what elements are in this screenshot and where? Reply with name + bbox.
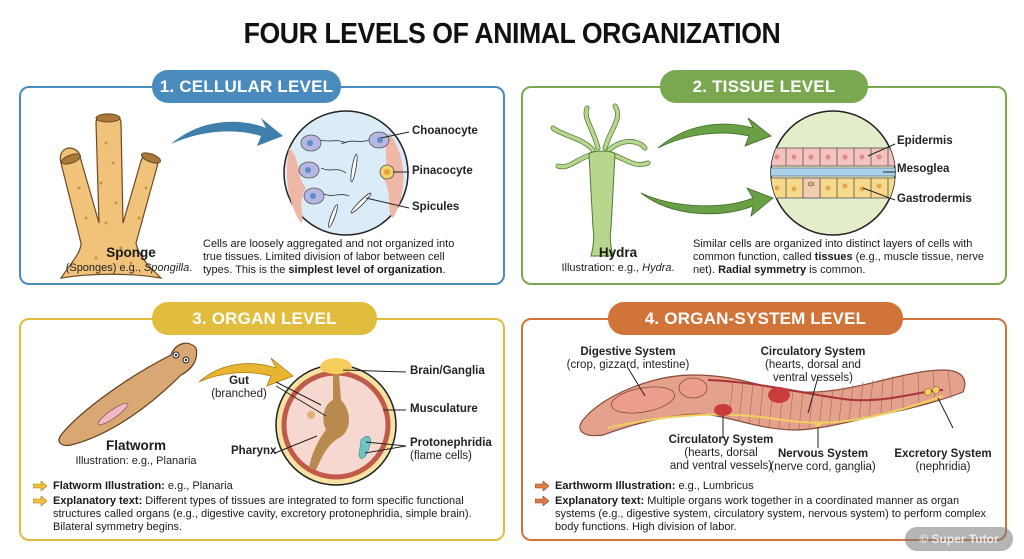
organism-name: Sponge	[106, 245, 156, 260]
organism-caption: Illustration: e.g., Planaria	[75, 455, 197, 467]
organism-caption: (Sponges) e.g., Spongilla.	[65, 262, 193, 274]
heading-tissue-level: 2. TISSUE LEVEL	[660, 70, 868, 103]
panel-cellular-level: 1. CELLULAR LEVEL	[19, 70, 505, 285]
organism-caption: Illustration: e.g., Hydra.	[561, 262, 675, 274]
description: Cells are loosely aggregated and not org…	[203, 238, 455, 276]
bullet-item: Explanatory text: Multiple organs work t…	[535, 495, 995, 534]
label-gastrodermis: Gastrodermis	[897, 193, 972, 205]
label-gut: Gut(branched)	[211, 375, 267, 400]
label-musculature: Musculature	[410, 403, 478, 415]
hydra-illustration	[550, 103, 896, 257]
panel-organ-system-level: 4. ORGAN-SYSTEM LEVEL	[521, 302, 1007, 541]
heading-cellular-level: 1. CELLULAR LEVEL	[152, 70, 341, 103]
label-pharynx: Pharynx	[231, 445, 277, 457]
label-epidermis: Epidermis	[897, 135, 953, 147]
arrow-icon	[640, 187, 774, 218]
label-mesoglea: Mesoglea	[897, 163, 950, 175]
organism-name: Flatworm	[105, 438, 166, 453]
flatworm-icon	[58, 342, 198, 447]
label-protonephridia: Protonephridia(flame cells)	[410, 437, 492, 462]
label-pinacocyte: Pinacocyte	[412, 165, 473, 177]
earthworm-icon	[579, 367, 966, 448]
tissue-diagram-icon	[770, 110, 896, 236]
cell-diagram-icon	[283, 110, 410, 236]
label-brain-ganglia: Brain/Ganglia	[410, 365, 485, 377]
page-title: FOUR LEVELS OF ANIMAL ORGANIZATION	[243, 18, 781, 50]
flatworm-illustration	[58, 342, 407, 486]
arrow-right-icon	[33, 496, 47, 506]
hydra-icon	[550, 103, 651, 257]
label-digestive-system: Digestive System(crop, gizzard, intestin…	[566, 346, 690, 371]
arrow-right-icon	[535, 481, 549, 491]
watermark: © Super Tutor	[905, 527, 1013, 551]
heading-organ-system-level: 4. ORGAN-SYSTEM LEVEL	[608, 302, 903, 335]
bullet-list: Earthworm Illustration: e.g., Lumbricus …	[535, 480, 995, 536]
arrow-icon	[657, 117, 772, 149]
sponge-illustration	[59, 110, 410, 279]
label-excretory-system: Excretory System(nephridia)	[894, 448, 992, 473]
panel-tissue-level: 2. TISSUE LEVEL	[521, 70, 1007, 285]
arrow-icon	[198, 357, 294, 387]
earthworm-illustration	[579, 367, 966, 448]
organism-name: Hydra	[598, 245, 638, 260]
label-choanocyte: Choanocyte	[412, 125, 478, 137]
panel-organ-level: 3. ORGAN LEVEL Brain	[19, 302, 505, 541]
label-spicules: Spicules	[412, 201, 460, 213]
bullet-list: Flatworm Illustration: e.g., Planaria Ex…	[33, 480, 493, 536]
description: Similar cells are organized into distinc…	[693, 238, 985, 276]
heading-organ-level: 3. ORGAN LEVEL	[152, 302, 377, 335]
bullet-item: Explanatory text: Different types of tis…	[33, 495, 493, 534]
arrow-right-icon	[535, 496, 549, 506]
sponge-icon	[59, 113, 163, 279]
bullet-item: Earthworm Illustration: e.g., Lumbricus	[535, 480, 995, 493]
label-nervous-system: Nervous System(nerve cord, ganglia)	[770, 448, 876, 473]
bullet-item: Flatworm Illustration: e.g., Planaria	[33, 480, 493, 493]
organ-cross-section-icon	[274, 358, 407, 486]
arrow-icon	[171, 118, 283, 146]
arrow-right-icon	[33, 481, 47, 491]
